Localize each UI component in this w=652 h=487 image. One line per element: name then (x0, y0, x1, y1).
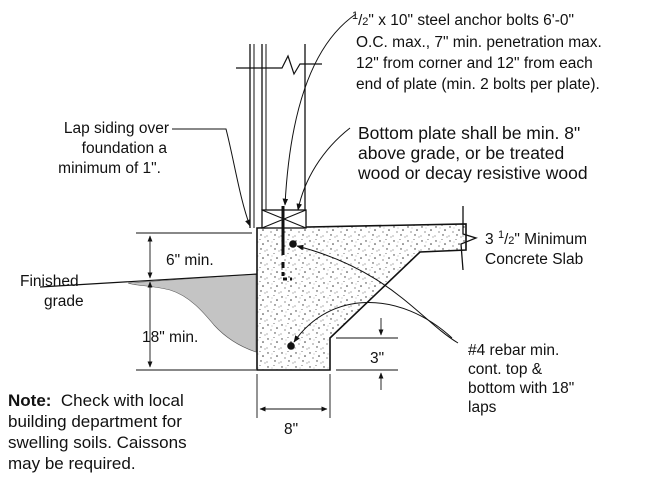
note-line4: may be required. (8, 454, 136, 473)
width-8in-dimension (256, 374, 331, 418)
finished-grade-line (39, 273, 259, 288)
wall-break-mark (236, 54, 322, 76)
note-line3: swelling soils. Caissons (8, 433, 187, 452)
slab-label-line2: Concrete Slab (485, 251, 583, 268)
anchor-bolt (281, 206, 292, 281)
slab-label: 3 1/2" Minimum (485, 229, 587, 248)
depth-dimension-lines (136, 232, 256, 371)
slab-break-mark (460, 206, 478, 271)
anchor-bolt-leader (282, 13, 357, 206)
offset-3in-dimension (336, 318, 398, 390)
finished-grade-line1: Finished (20, 273, 79, 290)
dim-18-min: 18" min. (142, 329, 198, 346)
rebar-line2: cont. top & (468, 361, 543, 378)
concrete-footing (256, 223, 467, 371)
rebar-bottom (287, 342, 295, 350)
bottom-plate-line3: wood or decay resistive wood (357, 163, 588, 183)
rebar-top (289, 240, 297, 248)
lap-siding-line1: Lap siding over (64, 120, 169, 137)
finished-grade-line2: grade (44, 293, 84, 310)
lap-siding-leader (172, 128, 251, 227)
anchor-bolt-note-line4: end of plate (min. 2 bolts per plate). (356, 76, 600, 93)
anchor-bolt-note-line2: O.C. max., 7" min. penetration max. (356, 34, 602, 51)
anchor-bolt-note-line3: 12" from corner and 12" from each (356, 55, 593, 72)
note-line1: Note: Check with local (8, 391, 184, 410)
dim-6-min: 6" min. (166, 252, 214, 269)
rebar-leader-bottom (293, 302, 453, 343)
rebar-line4: laps (468, 399, 497, 416)
soil-fill (127, 273, 257, 353)
bottom-plate-line1: Bottom plate shall be min. 8" (358, 123, 580, 143)
rebar-line1: #4 rebar min. (468, 342, 559, 359)
rebar-line3: bottom with 18" (468, 380, 574, 397)
rebar-leader-top (296, 244, 459, 344)
dim-3-in: 3" (370, 350, 384, 367)
bottom-plate-line2: above grade, or be treated (358, 143, 564, 163)
wall-framing (236, 44, 322, 228)
lap-siding-line2: foundation a (82, 140, 168, 157)
dim-8-in: 8" (284, 421, 298, 438)
bottom-plate-leader (296, 127, 351, 211)
anchor-bolt-note: 1/2" x 10" steel anchor bolts 6'-0" (352, 10, 574, 29)
lap-siding-line3: minimum of 1". (58, 160, 161, 177)
note-line2: building department for (8, 412, 182, 431)
